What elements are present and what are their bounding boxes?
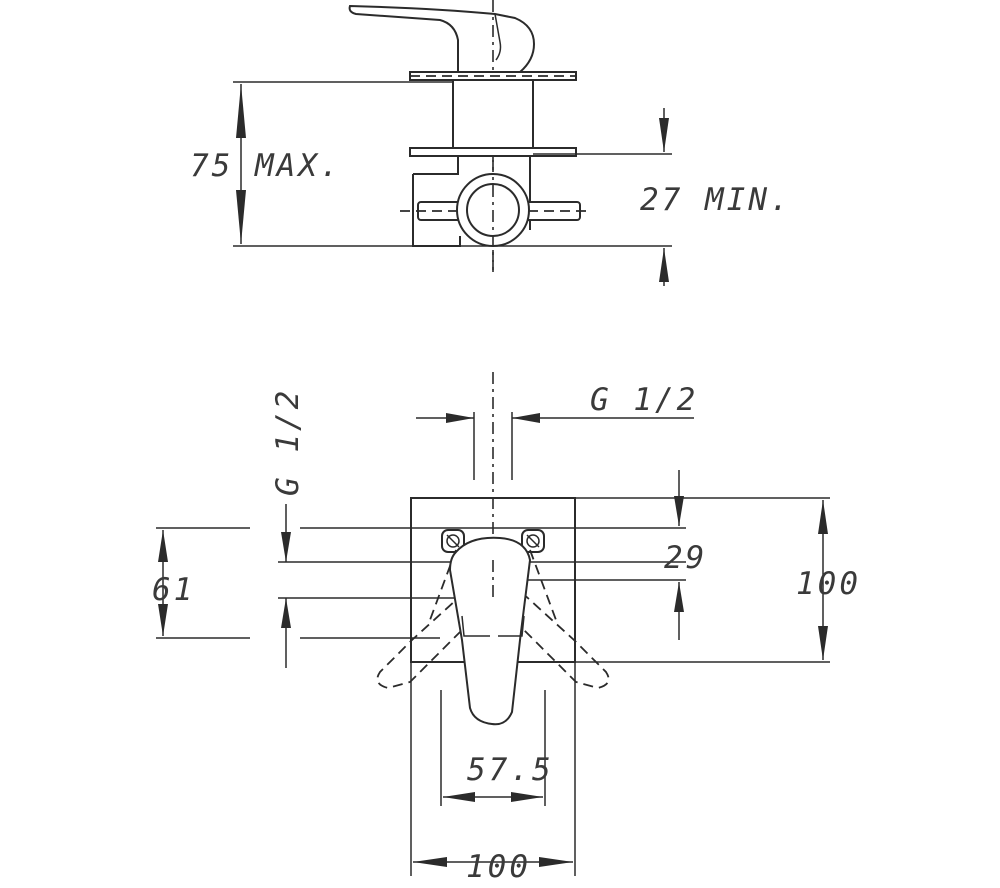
dim-29-label: 29	[664, 540, 707, 576]
side-cartridge-body	[452, 79, 534, 151]
dim-27-min-label: 27 MIN.	[640, 182, 792, 218]
thread-v-arrow-bottom	[281, 598, 291, 628]
side-view: 75 MAX. 27 MIN.	[190, 0, 792, 286]
side-lever-detail	[494, 13, 502, 61]
thread-v-arrow-top	[281, 532, 291, 562]
dim-29-arrow-top	[674, 496, 684, 526]
dim-100-height-arrow-top	[818, 500, 828, 534]
handle-position-left	[376, 559, 501, 689]
mounting-screw-left	[441, 529, 465, 553]
dim-75-arrow-bottom	[236, 190, 246, 244]
dim-27-arrow-top	[659, 118, 669, 152]
handle-position-left-inner	[429, 549, 457, 621]
side-lever-handle	[348, 4, 536, 73]
dim-57-5-label: 57.5	[467, 752, 554, 788]
dim-75-arrow-top	[236, 84, 246, 138]
thread-h-arrow-left	[446, 413, 474, 423]
front-lever-inner-left	[461, 615, 490, 637]
dim-100-height-arrow-bottom	[818, 626, 828, 660]
dim-29-arrow-bottom	[674, 582, 684, 612]
side-wall-flange	[409, 147, 577, 157]
dim-57-5-arrow-left	[443, 792, 475, 802]
dim-61-arrow-bottom	[158, 604, 168, 636]
dim-100-width-arrow-right	[539, 857, 573, 867]
dim-100-height-label: 100	[796, 566, 861, 602]
dim-61-arrow-top	[158, 530, 168, 562]
handle-position-right-inner	[529, 549, 557, 621]
dim-75-max-label: 75 MAX.	[190, 148, 342, 184]
front-lever-inner-right	[498, 615, 525, 637]
dim-57-5-arrow-right	[511, 792, 543, 802]
thread-v-label: G 1/2	[270, 388, 306, 496]
thread-h-arrow-right	[512, 413, 540, 423]
front-view: G 1/2	[152, 372, 861, 885]
dim-100-width-arrow-left	[413, 857, 447, 867]
front-lever-handle	[448, 536, 532, 726]
thread-h-label: G 1/2	[590, 382, 698, 418]
mounting-screw-right	[521, 529, 545, 553]
dim-100-width-label: 100	[466, 849, 531, 885]
dim-27-arrow-bottom	[659, 248, 669, 282]
dim-61-label: 61	[152, 572, 195, 608]
handle-position-right	[485, 559, 610, 689]
